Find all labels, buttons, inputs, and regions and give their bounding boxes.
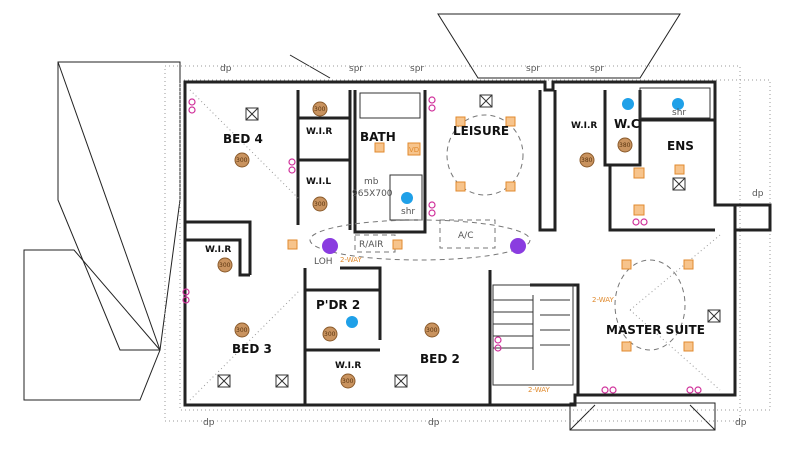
basin-icon: [346, 316, 358, 328]
room-label-pdr2: P'DR 2: [316, 298, 360, 312]
dp-label: dp: [752, 189, 764, 199]
mb-size-label: 965X700: [352, 189, 393, 199]
svg-text:380: 380: [619, 142, 631, 149]
bathtub: [359, 92, 421, 119]
svg-text:300: 300: [236, 327, 248, 334]
svg-text:380: 380: [581, 157, 593, 164]
exhaust-fan-icons: [217, 94, 721, 388]
power-point-icons: [182, 96, 702, 394]
ac-label: A/C: [458, 231, 473, 241]
shower-label: shr: [401, 207, 415, 217]
svg-text:300: 300: [236, 157, 248, 164]
room-label-wir: W.I.R: [306, 127, 332, 137]
ensuite-shower: [639, 87, 711, 119]
room-label-bed2: BED 2: [420, 352, 460, 366]
svg-text:300: 300: [314, 201, 326, 208]
spr-label: spr: [349, 64, 363, 74]
two-way-label: 2-WAY: [592, 296, 614, 304]
spr-label: spr: [410, 64, 424, 74]
two-way-label: 2-WAY: [528, 386, 550, 394]
svg-text:300: 300: [342, 378, 354, 385]
room-label-bed3: BED 3: [232, 342, 272, 356]
svg-text:300: 300: [324, 331, 336, 338]
room-label-leisure: LEISURE: [453, 124, 509, 138]
dp-label: dp: [220, 64, 232, 74]
loh-label: LOH: [314, 257, 333, 267]
ceiling-fan-icon: [322, 238, 338, 254]
return-air-label: R/AIR: [359, 240, 383, 250]
room-label-wir: W.I.R: [571, 121, 597, 131]
svg-text:300: 300: [219, 262, 231, 269]
room-label-wc: W.C: [614, 117, 640, 131]
two-way-label: 2-WAY: [340, 256, 362, 264]
ceiling-fan-icon: [510, 238, 526, 254]
spr-label: spr: [526, 64, 540, 74]
shower-label: shr: [672, 108, 686, 118]
toilet-icon: [622, 98, 634, 110]
room-label-ens: ENS: [667, 139, 694, 153]
light-switch-icons: [287, 116, 694, 352]
dp-label: dp: [203, 418, 215, 428]
spr-label: spr: [590, 64, 604, 74]
svg-text:300: 300: [314, 106, 326, 113]
walls: [183, 80, 772, 407]
room-label-wir: W.I.R: [205, 245, 231, 255]
room-label-bed4: BED 4: [223, 132, 263, 146]
downlight-icons: 300 300 300 300 300 300 300 300 380 380: [217, 101, 633, 389]
eave-line: [164, 65, 741, 422]
dp-label: dp: [428, 418, 440, 428]
dp-label: dp: [735, 418, 747, 428]
stairs: [492, 284, 574, 386]
vd-label: VD: [409, 146, 419, 154]
shower-head-icon: [672, 98, 684, 110]
room-label-master-suite: MASTER SUITE: [606, 323, 705, 337]
room-label-wir: W.I.R: [335, 361, 361, 371]
svg-text:300: 300: [426, 327, 438, 334]
room-label-wil: W.I.L: [306, 177, 331, 187]
shower-head-icon: [401, 192, 413, 204]
shower: [389, 174, 423, 221]
mb-label: mb: [364, 177, 379, 187]
room-label-bath: BATH: [360, 130, 396, 144]
